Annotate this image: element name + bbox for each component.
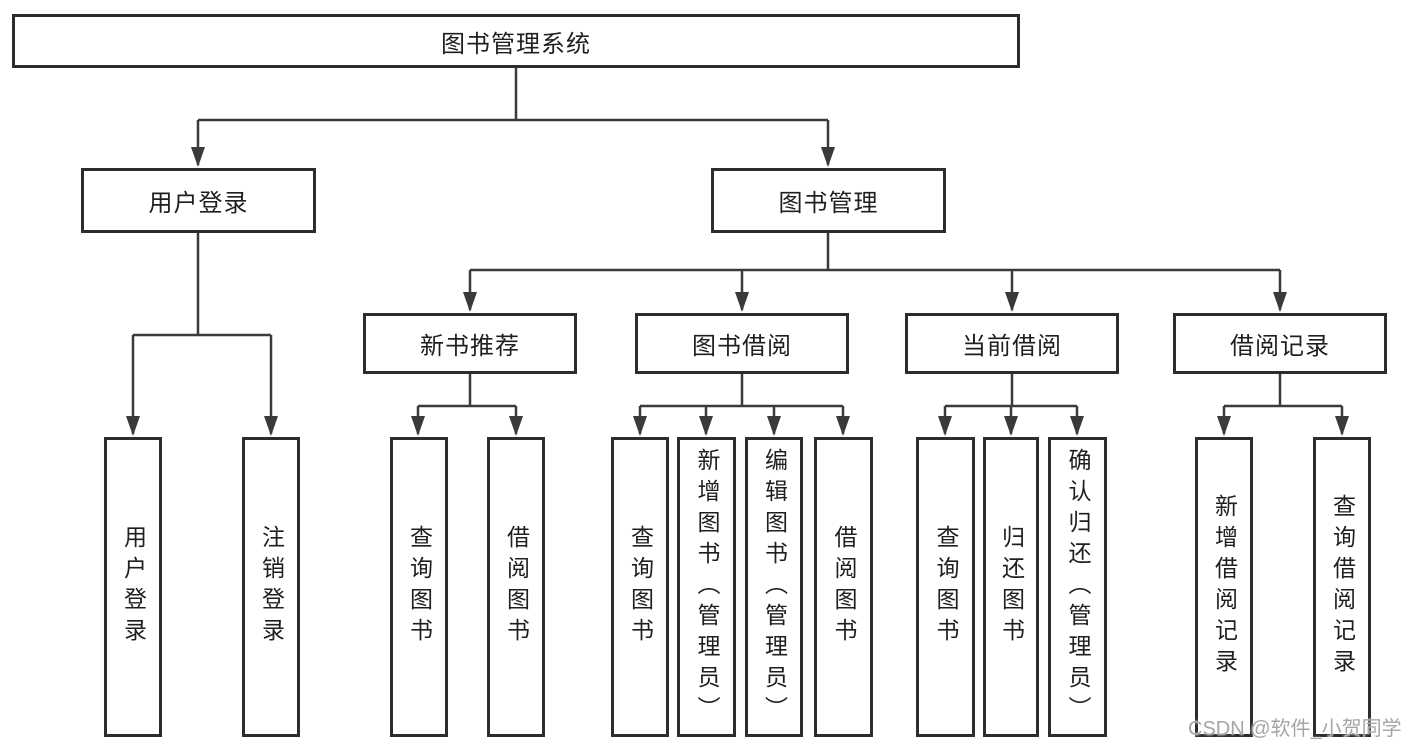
leaf-borrowing-borrow-books: 借阅图书: [814, 437, 873, 737]
leaf-borrowing-add-books-admin: 新增图书（管理员）: [677, 437, 736, 737]
leaf-current-return-books-label: 归还图书: [998, 525, 1025, 649]
leaf-current-query-books-label: 查询图书: [933, 525, 959, 649]
leaf-current-query-books: 查询图书: [916, 437, 975, 737]
leaf-records-add-record-label: 新增借阅记录: [1211, 494, 1238, 680]
node-root-label: 图书管理系统: [441, 30, 591, 58]
node-book-borrowing: 图书借阅: [635, 313, 849, 374]
node-borrowing-records: 借阅记录: [1173, 313, 1387, 374]
leaf-logout: 注销登录: [242, 437, 300, 737]
leaf-records-add-record: 新增借阅记录: [1195, 437, 1253, 737]
leaf-borrowing-edit-books-admin-label: 编辑图书（管理员）: [761, 447, 788, 727]
leaf-recommend-borrow-books: 借阅图书: [487, 437, 545, 737]
node-book-management: 图书管理: [711, 168, 946, 233]
leaf-borrowing-borrow-books-label: 借阅图书: [831, 525, 857, 649]
node-book-borrowing-label: 图书借阅: [692, 333, 792, 360]
node-borrowing-records-label: 借阅记录: [1230, 333, 1330, 360]
node-current-borrowing: 当前借阅: [905, 313, 1119, 374]
leaf-borrowing-edit-books-admin: 编辑图书（管理员）: [745, 437, 803, 737]
node-user-login-label: 用户登录: [148, 190, 249, 217]
leaf-recommend-query-books-label: 查询图书: [406, 525, 433, 649]
node-new-book-recommend-label: 新书推荐: [420, 333, 520, 360]
node-root: 图书管理系统: [12, 14, 1020, 68]
leaf-current-confirm-return-admin-label: 确认归还（管理员）: [1065, 447, 1091, 727]
node-current-borrowing-label: 当前借阅: [962, 333, 1062, 360]
leaf-borrowing-query-books: 查询图书: [611, 437, 669, 737]
leaf-borrowing-add-books-admin-label: 新增图书（管理员）: [694, 447, 720, 727]
leaf-current-return-books: 归还图书: [983, 437, 1039, 737]
leaf-records-query-record: 查询借阅记录: [1313, 437, 1371, 737]
node-book-management-label: 图书管理: [778, 190, 879, 217]
leaf-user-login: 用户登录: [104, 437, 162, 737]
leaf-records-query-record-label: 查询借阅记录: [1329, 494, 1356, 680]
watermark-text: CSDN @软件_小贺同学: [1188, 718, 1402, 740]
leaf-current-confirm-return-admin: 确认归还（管理员）: [1048, 437, 1107, 737]
leaf-user-login-label: 用户登录: [120, 525, 147, 649]
leaf-borrowing-query-books-label: 查询图书: [627, 525, 654, 649]
node-new-book-recommend: 新书推荐: [363, 313, 577, 374]
leaf-recommend-query-books: 查询图书: [390, 437, 448, 737]
leaf-logout-label: 注销登录: [258, 525, 285, 649]
node-user-login: 用户登录: [81, 168, 316, 233]
leaf-recommend-borrow-books-label: 借阅图书: [503, 525, 530, 649]
